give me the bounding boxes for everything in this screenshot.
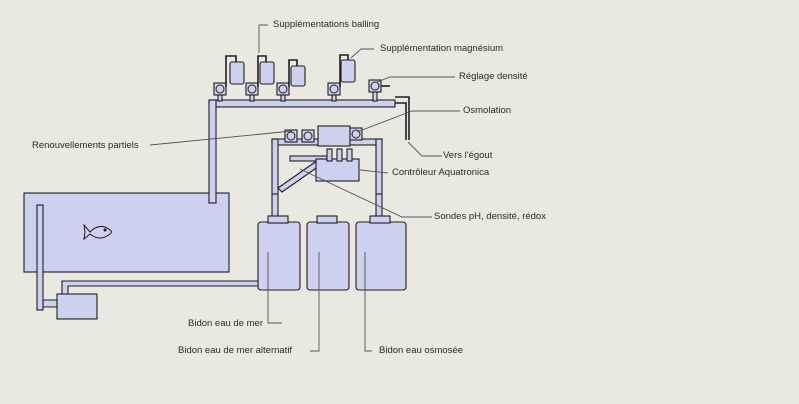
ro-water-tank-cap [369, 215, 391, 224]
aquarium-tank [23, 192, 230, 273]
drop-pipe-left [271, 138, 279, 195]
valve-tube-1 [217, 94, 223, 102]
magnesium-bottle [340, 59, 356, 83]
valve-tube-5 [372, 91, 378, 102]
probe-2 [336, 148, 343, 162]
seawater-tank-shape [257, 221, 301, 291]
pump-pipe [42, 299, 58, 308]
label-magnesium: Supplémentation magnésium [380, 43, 504, 54]
ro-water-tank-shape [355, 221, 407, 291]
sump-pump [56, 293, 98, 320]
label-density-adjust: Réglage densité [459, 71, 528, 82]
alt-seawater-tank-cap [316, 215, 338, 224]
label-osmolation: Osmolation [463, 105, 512, 116]
alt-seawater-tank-shape [306, 221, 350, 291]
label-sewer: Vers l'égout [443, 150, 493, 161]
balling-bottle-2 [259, 61, 275, 85]
header-pipe [208, 99, 396, 108]
seawater-tank-cap [267, 215, 289, 224]
valve-tube-3 [280, 94, 286, 102]
label-ro-water-tank: Bidon eau osmosée [379, 345, 463, 356]
label-controller: Contrôleur Aquatronica [392, 167, 490, 178]
probe-3 [346, 148, 353, 162]
tank-feed-pipe [208, 99, 217, 204]
fish-icon [83, 223, 112, 241]
label-water-changes: Renouvellements partiels [32, 140, 139, 151]
probe-1 [326, 148, 333, 162]
balling-bottle-3 [290, 65, 306, 87]
label-alt-seawater-tank: Bidon eau de mer alternatif [178, 345, 293, 356]
label-balling: Supplémentations balling [273, 19, 380, 30]
drop-pipe-right [375, 138, 383, 195]
tank-return-pipe [61, 280, 259, 295]
label-probes: Sondes pH, densité, rédox [434, 211, 546, 222]
valve-tube-2 [249, 94, 255, 102]
valve-tube-4 [331, 94, 337, 102]
aquatronica-controller [315, 158, 360, 182]
overflow-pipe [36, 204, 44, 311]
balling-bottle-1 [229, 61, 245, 85]
label-seawater-tank: Bidon eau de mer [188, 318, 263, 329]
controller-body [317, 125, 351, 147]
